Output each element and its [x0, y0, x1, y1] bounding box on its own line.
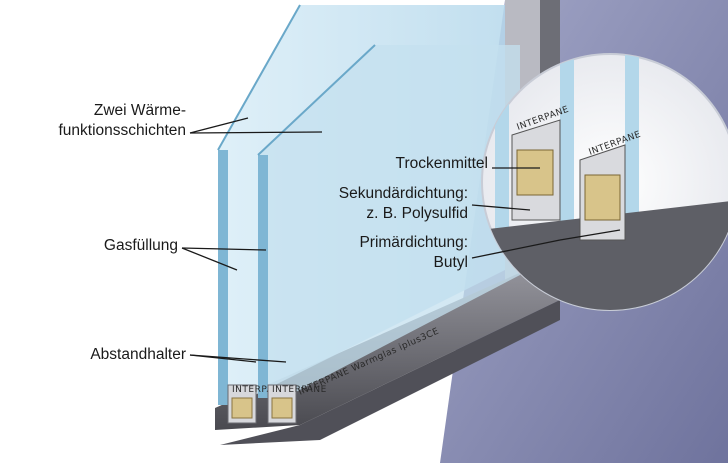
zoom-detail-circle: INTERPANE INTERPANE — [481, 53, 728, 311]
label-primary-seal-line1: Primärdichtung: — [359, 234, 468, 251]
label-coatings-line1: Zwei Wärme- — [94, 102, 186, 119]
glass-pane-outline — [217, 4, 301, 151]
label-desiccant: Trockenmittel — [396, 155, 488, 172]
front-spacer-1: INTERPANE — [227, 384, 287, 424]
glass-pane-back-edge — [258, 155, 268, 398]
front-spacer-2: INTERPANE — [267, 384, 327, 424]
svg-text:INTERPANE: INTERPANE — [232, 385, 287, 395]
glass-pane-front-edge — [218, 150, 228, 405]
glass-pane-back — [258, 45, 520, 398]
svg-text:INTERPANE: INTERPANE — [272, 385, 327, 395]
label-coatings-line2: funktionsschichten — [58, 122, 186, 139]
glass-pane-outline-2 — [257, 44, 376, 156]
label-spacer: Abstandhalter — [90, 346, 186, 363]
label-secondary-seal-line2: z. B. Polysulfid — [366, 205, 468, 222]
leader-lines — [181, 117, 621, 363]
label-primary-seal-line2: Butyl — [434, 254, 468, 271]
label-gas-fill: Gasfüllung — [104, 237, 178, 254]
label-secondary-seal-line1: Sekundärdichtung: — [339, 185, 468, 202]
